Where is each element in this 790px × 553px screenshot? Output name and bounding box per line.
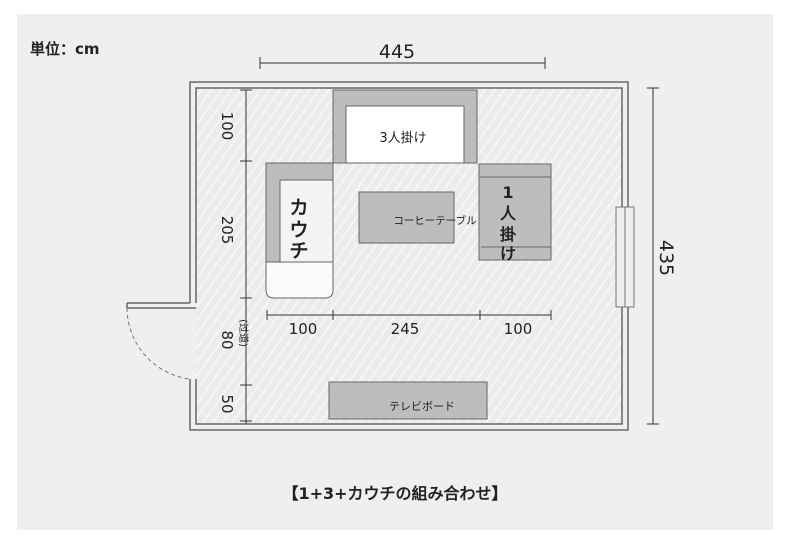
dim-h-3: 100 [504,320,533,338]
passage-note: (过道) [237,319,250,347]
dim-left-2: 205 [218,216,236,245]
couch-label-2: ウ [289,219,308,241]
coffee-table [358,191,455,244]
three-seat-label: 3人掛け [379,131,426,146]
one-seat-label-2: 人 [500,204,517,223]
coffee-table-label: コーヒーテーブル [393,214,476,227]
left-dimension-line [240,89,252,424]
couch [265,162,334,299]
one-seat-sofa [478,163,552,261]
dim-left-3: 80 [218,330,236,349]
tv-board [328,381,488,420]
door-swing-arc [126,307,191,380]
width-dimension-line [259,57,546,69]
couch-label-3: チ [289,240,308,262]
caption: 【1+3+カウチの組み合わせ】 [282,484,507,503]
dim-left-1: 100 [218,112,236,141]
one-seat-label-1: 1 [502,183,513,202]
depth-dimension-line [647,87,659,425]
three-seat-sofa [332,89,478,164]
couch-label-1: カ [289,197,308,219]
one-seat-label-3: 掛 [500,225,516,244]
tv-board-label: テレビボード [389,400,455,413]
dim-h-2: 245 [391,320,420,338]
room-depth-label: 435 [655,240,677,276]
dim-left-4: 50 [218,394,236,413]
horizontal-dimension-line [266,310,552,320]
unit-label: 単位：cm [30,40,100,58]
dim-h-1: 100 [289,320,318,338]
one-seat-label-4: け [500,244,516,263]
room-width-label: 445 [379,41,415,63]
